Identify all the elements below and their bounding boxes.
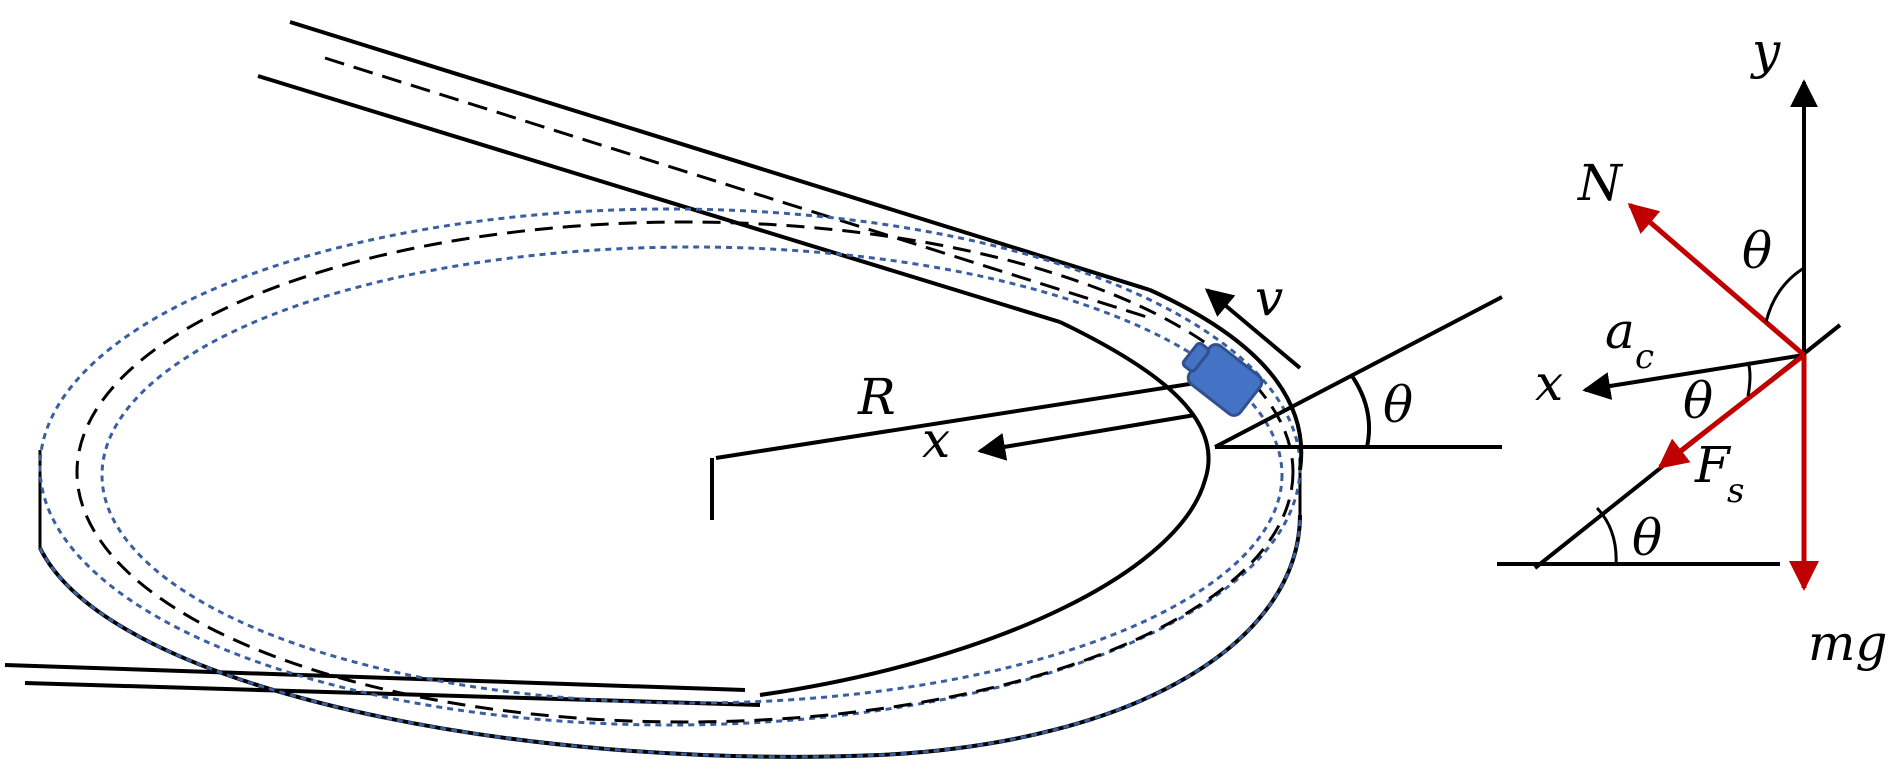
y-axis-label: y [1750,22,1781,80]
weight-label: mg [1808,614,1887,672]
track-inner-edge-dotted [100,245,1284,705]
radius-label: R [857,368,896,426]
fbd-angle-arc-mid [1746,361,1752,397]
car-icon [1181,341,1264,417]
angle-mid-label: θ [1683,372,1713,430]
track-bottom-outline-dotted [38,514,1302,759]
upper-straight-inner-edge [257,74,1061,324]
angle-bottom-label: θ [1632,509,1662,567]
radius-line [715,376,1229,460]
fbd-angle-arc-top [1764,266,1805,323]
friction-force-label: F [1694,436,1732,494]
fbd-angle-arc-bottom [1595,506,1618,567]
centripetal-accel-subscript: c [1635,337,1654,377]
bank-incline-line [1214,295,1503,449]
lower-straight-edge-1 [4,663,746,692]
fbd-x-axis-label: x [1535,354,1563,412]
friction-force-subscript: s [1727,471,1744,511]
normal-force-label: N [1577,154,1624,212]
track-centerline [75,220,1295,724]
fbd-x-axis-arrow [1582,353,1805,400]
normal-force-arrow [1627,203,1806,357]
upper-straight-outer-edge [289,20,1151,292]
bank-angle-arc [1350,374,1372,448]
track-inner-edge [759,320,1211,697]
velocity-label: v [1255,269,1283,327]
angle-top-label: θ [1742,222,1772,280]
bank-angle-label: θ [1383,376,1413,434]
banked-track-drawing: v R x θ [4,20,1503,759]
centripetal-accel-label: a [1605,302,1635,360]
friction-force-arrow [1657,353,1806,469]
track-outer-edge-right [1149,288,1304,471]
free-body-diagram: y N θ a c x θ F s θ mg [1497,22,1887,672]
x-axis-label-track: x [922,411,950,469]
velocity-arrow [1204,288,1302,370]
x-axis-arrow [977,413,1196,461]
upper-straight-centerline [324,56,1151,320]
